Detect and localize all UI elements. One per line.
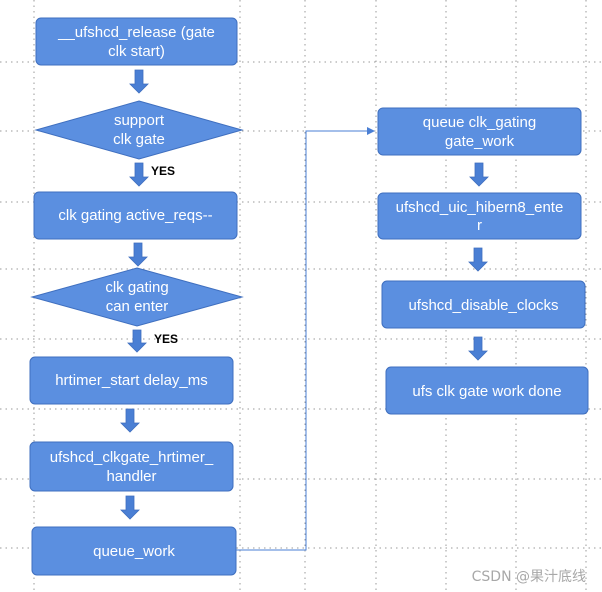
block-arrow	[468, 336, 488, 361]
node-active-reqs-label: clk gating active_reqs--	[58, 207, 212, 224]
node-queue-work: queue_work	[31, 526, 237, 576]
node-work-done-label: ufs clk gate work done	[412, 383, 561, 400]
node-hrtimer-handler-line1: ufshcd_clkgate_hrtimer_	[50, 449, 214, 466]
node-gate-work-line1: queue clk_gating	[423, 114, 536, 131]
node-active-reqs: clk gating active_reqs--	[33, 191, 238, 240]
node-disable-clocks: ufshcd_disable_clocks	[381, 280, 586, 329]
decision-can-enter-line2: can enter	[106, 298, 169, 315]
node-work-done: ufs clk gate work done	[385, 366, 589, 415]
node-release-line1: __ufshcd_release (gate	[57, 24, 215, 41]
node-gate-work-line2: gate_work	[445, 133, 515, 150]
block-arrow	[127, 329, 147, 353]
connector-arrow	[236, 127, 375, 551]
yes-label: YES	[151, 164, 175, 178]
decision-support-clk-gate: support clk gate	[34, 100, 244, 160]
block-arrow	[120, 495, 140, 520]
node-hrtimer-start-label: hrtimer_start delay_ms	[55, 372, 208, 389]
block-arrow	[128, 242, 148, 267]
node-hibern8-line2: r	[477, 217, 482, 234]
node-release: __ufshcd_release (gate clk start)	[35, 17, 238, 66]
block-arrow	[129, 69, 149, 94]
decision-can-enter-line1: clk gating	[105, 279, 168, 296]
yes-label: YES	[154, 332, 178, 346]
node-hrtimer-handler: ufshcd_clkgate_hrtimer_ handler	[29, 441, 234, 492]
node-gate-work: queue clk_gating gate_work	[377, 107, 582, 156]
decision-support-line1: support	[114, 112, 165, 129]
block-arrow	[129, 162, 149, 187]
node-disable-clocks-label: ufshcd_disable_clocks	[408, 297, 558, 314]
node-hrtimer-start: hrtimer_start delay_ms	[29, 356, 234, 405]
node-queue-work-label: queue_work	[93, 543, 175, 560]
block-arrow	[468, 247, 488, 272]
block-arrow	[120, 408, 140, 433]
watermark: CSDN @果汁底线	[472, 569, 586, 585]
decision-support-line2: clk gate	[113, 131, 165, 148]
node-hrtimer-handler-line2: handler	[106, 468, 156, 485]
node-hibern8-enter: ufshcd_uic_hibern8_ente r	[377, 192, 582, 240]
block-arrow	[469, 162, 489, 187]
node-release-line2: clk start)	[108, 43, 165, 60]
decision-can-enter: clk gating can enter	[30, 267, 244, 327]
node-hibern8-line1: ufshcd_uic_hibern8_ente	[396, 199, 564, 216]
